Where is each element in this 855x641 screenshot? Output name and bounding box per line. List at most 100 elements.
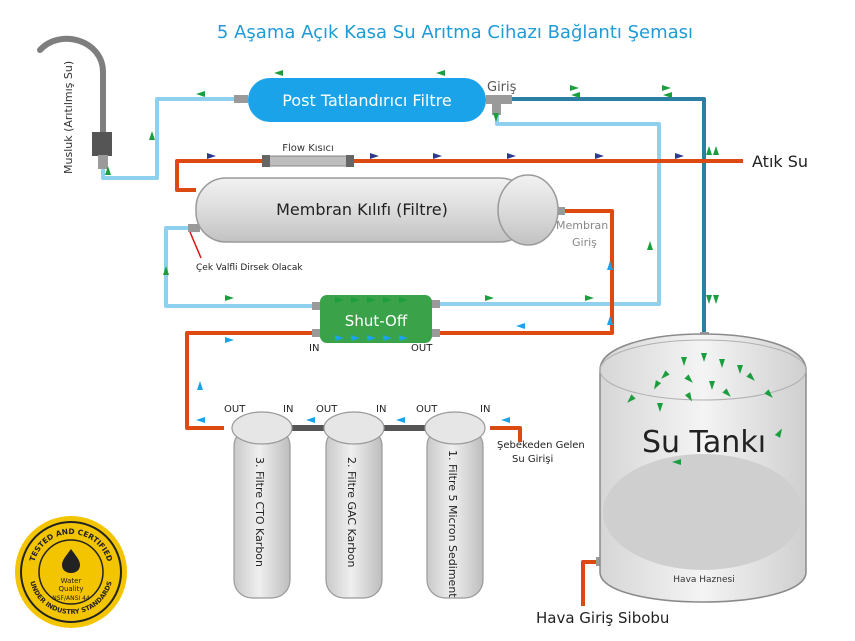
flow-arrow-icon <box>433 153 442 159</box>
filter-3-in-label: IN <box>283 404 293 415</box>
flow-arrow-icon <box>654 380 662 390</box>
shutoff-out-label: OUT <box>411 343 433 354</box>
post-filter: Post Tatlandırıcı Filtre Giriş <box>248 78 517 122</box>
water-tank: Su Tankı Hava Haznesi <box>599 333 807 603</box>
filter-1-in-label: IN <box>480 404 490 415</box>
flow-arrow-icon <box>737 365 743 374</box>
faucet-label: Musluk (Arıtılmış Su) <box>62 61 75 174</box>
flow-arrow-icon <box>367 297 376 303</box>
flow-arrow-icon <box>225 337 234 343</box>
flow-arrow-icon <box>225 295 234 301</box>
pipe-waste-line <box>175 159 743 192</box>
flow-arrow-icon <box>681 357 687 366</box>
filter-1-head <box>424 411 486 445</box>
flow-arrow-icon <box>585 295 594 301</box>
tank-top-rim <box>599 339 807 401</box>
flow-arrow-icon <box>436 70 445 76</box>
flow-arrow-icon <box>493 113 499 122</box>
membrane-housing: Membran Kılıfı (Filtre) Membran Giriş <box>195 174 608 249</box>
flow-arrow-icon <box>684 374 693 383</box>
membrane-label: Membran Kılıfı (Filtre) <box>276 200 448 219</box>
post-filter-body <box>248 78 486 122</box>
water-drop-icon <box>62 549 80 573</box>
shutoff-label: Shut-Off <box>345 312 408 330</box>
check-valve-note: Çek Valfli Dirsek Olacak <box>189 231 303 273</box>
badge-brand-line2: Quality <box>58 585 83 593</box>
flow-arrow-icon <box>722 388 731 397</box>
mains-inlet-label-2: Su Girişi <box>512 454 553 465</box>
flow-arrow-icon <box>661 370 670 379</box>
badge-inner <box>38 539 104 605</box>
flow-arrow-icon <box>163 266 169 275</box>
flow-arrow-icon <box>706 146 712 155</box>
flow-arrow-icon <box>672 459 681 465</box>
fittings <box>188 95 709 566</box>
shutoff-valve: Shut-Off IN OUT <box>309 295 433 354</box>
flow-arrow-icon <box>370 153 379 159</box>
filter-2-in-label: IN <box>376 404 386 415</box>
flow-arrow-icon <box>607 261 613 270</box>
flow-restrictor: Flow Kısıcı <box>262 143 354 167</box>
faucet-valve <box>92 132 112 156</box>
flow-restrictor-label: Flow Kısıcı <box>282 143 334 154</box>
flow-arrow-icon <box>485 295 494 301</box>
flow-arrow-icon <box>306 417 315 423</box>
waste-label: Atık Su <box>752 152 808 171</box>
diagram-title: 5 Aşama Açık Kasa Su Arıtma Cihazı Bağla… <box>217 22 693 43</box>
pipe-mains-inlet <box>490 426 522 442</box>
pipes <box>101 97 743 606</box>
flow-arrow-icon <box>396 417 405 423</box>
flow-arrow-icon <box>149 131 155 140</box>
check-valve-label: Çek Valfli Dirsek Olacak <box>196 263 303 273</box>
fitting-post-right <box>486 95 512 104</box>
certification-badge: TESTED AND CERTIFIED UNDER INDUSTRY STAN… <box>15 516 127 628</box>
flow-arrow-icon <box>657 403 663 412</box>
flow-arrow-icon <box>595 153 604 159</box>
badge-standard: NSF/ANSI 44 <box>52 595 90 602</box>
membrane-inlet-label-2: Giriş <box>572 236 597 249</box>
flow-arrow-icon <box>675 153 684 159</box>
pipe-air-valve <box>581 560 600 606</box>
flow-arrow-icon <box>367 335 376 341</box>
flow-arrow-icon <box>647 241 653 250</box>
filter-3-head <box>231 411 293 445</box>
tank-air-chamber-label: Hava Haznesi <box>673 575 734 585</box>
badge-ring <box>20 521 122 623</box>
flow-arrow-icon <box>709 381 715 390</box>
membrane-endcap <box>497 174 559 246</box>
badge-brand-line1: Water <box>61 577 82 585</box>
tank-label: Su Tankı <box>642 425 766 460</box>
filter-2: 2. Filtre GAC Karbon OUT IN <box>316 404 386 599</box>
filter-2-head <box>323 411 385 445</box>
fitting-shutoff-tl <box>312 302 322 310</box>
flow-arrow-icon <box>607 316 613 325</box>
fitting-shutoff-br <box>430 329 440 337</box>
pipe-tank-line <box>510 97 706 337</box>
flow-arrow-icon <box>701 353 707 362</box>
filter-2-label: 2. Filtre GAC Karbon <box>345 457 358 568</box>
flow-arrow-icon <box>274 70 283 76</box>
flow-restrictor-body <box>267 155 349 167</box>
faucet-base <box>98 155 108 169</box>
post-filter-label: Post Tatlandırıcı Filtre <box>282 91 451 110</box>
flow-arrow-icon <box>764 389 773 398</box>
check-valve-pointer <box>189 231 202 259</box>
shutoff-body <box>320 295 432 343</box>
air-valve-label: Hava Giriş Sibobu <box>536 609 669 627</box>
fitting-shutoff-tr <box>430 300 440 308</box>
flow-arrow-icon <box>662 85 671 91</box>
flow-restrictor-cap-r <box>346 155 354 167</box>
flow-arrow-icon <box>351 335 360 341</box>
flow-arrow-icon <box>713 295 719 304</box>
filter-3-out-label: OUT <box>224 404 246 415</box>
pipe-filters-to-shutoff <box>185 331 318 430</box>
fitting-membrane-out <box>188 224 200 232</box>
flow-arrow-icon <box>774 428 782 438</box>
faucet-spout <box>37 35 106 143</box>
flow-arrow-icon <box>399 335 408 341</box>
flow-arrow-icon <box>507 153 516 159</box>
pipe-postfilter-to-shutoff <box>432 114 661 306</box>
tank-air-chamber <box>603 454 803 570</box>
faucet: Musluk (Arıtılmış Su) <box>37 35 112 174</box>
membrane-inlet-label-1: Membran <box>556 219 608 232</box>
